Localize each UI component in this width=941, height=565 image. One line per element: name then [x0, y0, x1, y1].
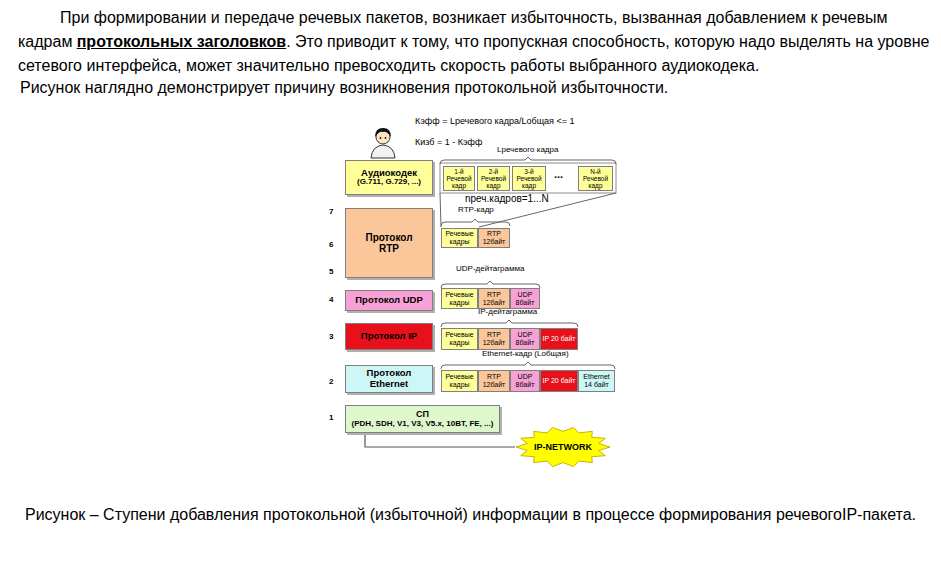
formula: Кизб = 1 - Кэфф	[415, 137, 482, 148]
box-label: UDP 8байт	[512, 331, 538, 347]
layer-number: 7	[329, 207, 333, 217]
ellipsis-mark: ...	[554, 168, 563, 181]
box-label: RTP 12байт	[480, 291, 508, 307]
protocol-box: Аудиокодек(G.711, G.729, ...)	[345, 160, 433, 195]
box-label: RTP 12байт	[480, 230, 508, 246]
speech-frame: 2-й Речевой кадр	[477, 166, 510, 191]
box-label: Протокол RTP	[360, 232, 418, 254]
frame-field: Речевые кадры	[441, 228, 478, 248]
bracket-label: Ethernet-кадр (Lобщая)	[482, 349, 569, 359]
frame-field: RTP 12байт	[478, 328, 510, 350]
frame-field: Речевые кадры	[441, 328, 478, 350]
speech-frame: 3-й Речевой кадр	[512, 166, 546, 191]
box-sublabel: (G.711, G.729, ...)	[357, 178, 421, 187]
box-label: N-й Речевой кадр	[580, 168, 611, 190]
box-sublabel: (PDH, SDH, V1, V3, V5.x, 10BT, FE, ...)	[352, 420, 494, 429]
box-label: СП	[416, 409, 429, 419]
protocol-box: СП(PDH, SDH, V1, V3, V5.x, 10BT, FE, ...…	[345, 405, 500, 433]
box-label: Речевые кадры	[443, 230, 476, 246]
protocol-box: Протокол RTP	[345, 208, 433, 278]
brackets	[440, 157, 616, 369]
starburst-outline	[516, 428, 610, 467]
protocol-box: Протокол Ethernet	[345, 365, 433, 393]
bracket	[441, 281, 540, 288]
box-label: 3-й Речевой кадр	[514, 168, 544, 190]
layer-number: 5	[329, 267, 333, 277]
box-label: IP 20 байт	[542, 335, 575, 343]
layer-number: 3	[329, 332, 333, 342]
frame-field: RTP 12байт	[478, 370, 510, 392]
frame-field: UDP 8байт	[510, 370, 540, 392]
bracket	[441, 320, 578, 327]
body-text: Рисунок наглядно демонстрирует причину в…	[20, 78, 668, 97]
box-label: 1-й Речевой кадр	[445, 168, 473, 190]
protocol-box: Протокол IP	[345, 323, 433, 350]
layer-number: 2	[329, 377, 333, 387]
text-paragraph: При формировании и передаче речевых паке…	[18, 6, 930, 78]
frame-field: Речевые кадры	[441, 370, 478, 392]
formula: Кэфф = Lречевого кадра/Lобщая <= 1	[415, 116, 574, 127]
bracket	[441, 219, 510, 226]
box-label: Речевые кадры	[443, 291, 476, 307]
box-label: IP 20 байт	[542, 377, 575, 385]
speech-frame: N-й Речевой кадр	[578, 166, 613, 191]
formula: nреч.кадров=1...N	[465, 193, 549, 205]
box-label: 2-й Речевой кадр	[479, 168, 508, 190]
protocol-box: Протокол UDP	[345, 290, 433, 311]
frame-field: IP 20 байт	[540, 328, 578, 350]
frame-field: UDP 8байт	[510, 288, 540, 309]
figure-caption: Рисунок – Ступени добавления протокольно…	[20, 503, 921, 526]
box-label: UDP 8байт	[512, 373, 538, 389]
box-label: RTP 12байт	[480, 331, 508, 347]
box-label: Аудиокодек	[361, 168, 417, 179]
network-link	[365, 433, 515, 447]
box-label: Речевые кадры	[443, 331, 476, 347]
box-label: UDP 8байт	[512, 291, 538, 307]
layer-number: 6	[329, 240, 333, 250]
frame-field: Ethernet 14 байт	[578, 370, 615, 392]
layer-number: 4	[329, 295, 333, 305]
emphasis-text: протокольных заголовков	[77, 33, 287, 50]
frame-field: RTP 12байт	[478, 228, 510, 248]
box-label: Ethernet 14 байт	[580, 373, 613, 389]
bracket	[440, 157, 616, 164]
bracket-label: Lречевого кадра	[497, 145, 558, 155]
box-label: RTP 12байт	[480, 373, 508, 389]
guide-line	[440, 193, 441, 227]
layer-number: 1	[329, 413, 333, 423]
bracket-label: RTP-кадр	[458, 205, 494, 215]
frame-field: IP 20 байт	[540, 370, 578, 392]
person-icon	[371, 128, 395, 158]
bracket	[441, 362, 615, 369]
bracket-label: UDP-дейтаграмма	[456, 264, 524, 274]
frames-outline	[440, 163, 616, 193]
box-label: Протокол Ethernet	[360, 368, 418, 389]
frame-field: Речевые кадры	[441, 288, 478, 309]
box-label: Речевые кадры	[443, 373, 476, 389]
frame-field: RTP 12байт	[478, 288, 510, 309]
frame-field: UDP 8байт	[510, 328, 540, 350]
box-label: Протокол IP	[361, 331, 417, 342]
box-label: Протокол UDP	[355, 295, 422, 306]
speech-frame: 1-й Речевой кадр	[443, 166, 475, 191]
network-cloud: IP-NETWORK	[515, 426, 611, 468]
box-label: IP-NETWORK	[534, 442, 592, 452]
